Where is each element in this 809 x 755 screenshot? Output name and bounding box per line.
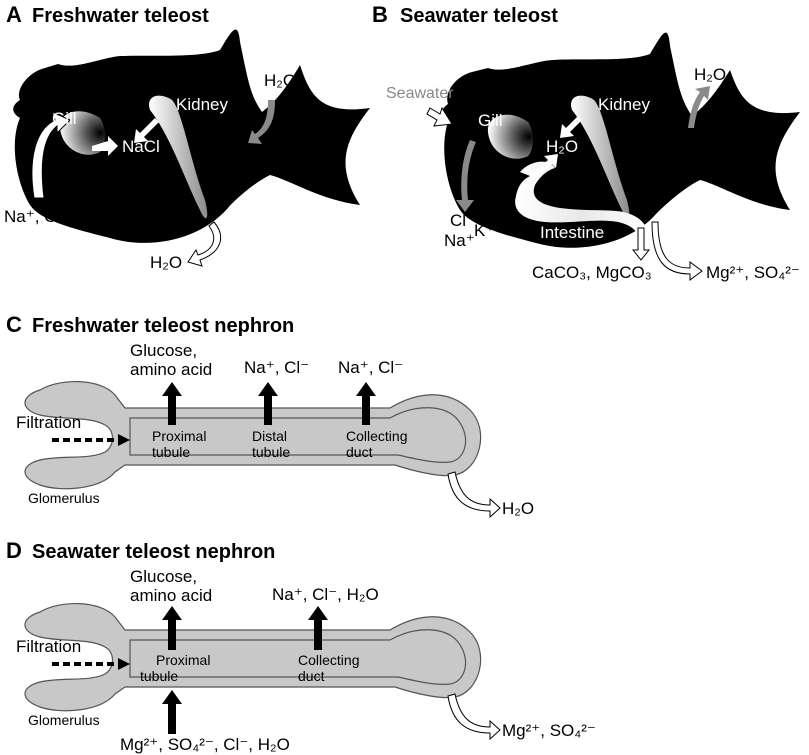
panel-d: D Seawater teleost nephron Glucose, amin…	[6, 538, 596, 754]
secretion-arrow-d	[162, 690, 182, 734]
urine-water-arrow	[187, 221, 222, 267]
glomerulus-label-d: Glomerulus	[28, 712, 100, 728]
intestine	[515, 161, 649, 245]
carbonate-excretion-arrow	[631, 227, 651, 261]
ion-uptake-label: Na⁺, Cl⁻	[4, 207, 69, 226]
divalent-label-b: Mg²⁺, SO₄²⁻	[706, 263, 800, 282]
freshwater-kidney	[149, 95, 208, 219]
glucose-line1-c: Glucose,	[130, 341, 197, 360]
kidney-to-water-arrow	[560, 116, 582, 138]
reabsorbed-label-d: Na⁺, Cl⁻, H₂O	[272, 585, 379, 604]
panel-c: C Freshwater teleost nephron Glucose, am…	[6, 312, 534, 519]
h2o-out-label-c: H₂O	[502, 499, 534, 518]
intestine-label: Intestine	[540, 223, 604, 242]
distal-line1: Distal	[252, 428, 287, 444]
seawater-nephron-tubule	[24, 603, 482, 712]
k-label: K⁺	[474, 221, 494, 240]
distal-line2: tubule	[252, 444, 290, 460]
seawater-kidney	[571, 95, 630, 219]
seawater-inflow-arrow	[426, 106, 453, 127]
collecting-line1-c: Collecting	[346, 428, 407, 444]
water-efflux-arrow	[688, 86, 710, 128]
panel-c-title: Freshwater teleost nephron	[32, 315, 294, 337]
secreted-label-d: Mg²⁺, SO₄²⁻, Cl⁻, H₂O	[120, 735, 290, 754]
proximal-line1-d: Proximal	[156, 652, 210, 668]
distal-ion-reabsorption-arrow	[258, 382, 278, 425]
panel-b-letter: B	[372, 2, 388, 27]
panel-a-title: Freshwater teleost	[32, 5, 209, 27]
panel-c-letter: C	[6, 312, 22, 337]
proximal-line1-c: Proximal	[152, 428, 206, 444]
freshwater-fish-body	[13, 29, 370, 243]
h2o-absorbed-label: H₂O	[546, 137, 578, 156]
water-influx-arrow	[248, 100, 275, 144]
proximal-line2-c: tubule	[152, 444, 190, 460]
panel-d-title: Seawater teleost nephron	[32, 541, 275, 563]
glucose-reabsorption-arrow-c	[162, 382, 182, 425]
urine-arrow-c	[447, 471, 501, 519]
glomerulus-label-c: Glomerulus	[28, 490, 100, 506]
gill-ion-excretion-arrow	[456, 140, 476, 212]
panel-b-title: Seawater teleost	[400, 5, 558, 27]
filtration-label-d: Filtration	[16, 637, 81, 656]
collecting-line2-c: duct	[346, 444, 373, 460]
panel-a-letter: A	[6, 2, 22, 27]
urine-arrow-d	[447, 693, 501, 741]
panel-b: B Seawater teleost Seawater Gill Kidney …	[372, 2, 800, 282]
freshwater-gill	[59, 111, 105, 155]
collecting-ion-reabsorption-arrow	[356, 382, 376, 425]
collecting-ions-label: Na⁺, Cl⁻	[338, 358, 403, 377]
divalent-excretion-arrow	[651, 221, 703, 281]
ion-uptake-arrow	[31, 111, 71, 199]
h2o-out-label-b: H₂O	[694, 65, 726, 84]
collecting-reabsorption-arrow-d	[308, 606, 328, 650]
glucose-reabsorption-arrow-d	[162, 606, 182, 650]
kidney-label-a: Kidney	[176, 95, 228, 114]
seawater-gill	[487, 114, 533, 159]
glucose-line2-d: amino acid	[130, 586, 212, 605]
carbonates-label: CaCO₃, MgCO₃	[532, 263, 652, 282]
nacl-arrow	[92, 136, 118, 156]
collecting-line1-d: Collecting	[298, 652, 359, 668]
seawater-label: Seawater	[386, 85, 454, 102]
h2o-in-label-a: H₂O	[264, 71, 296, 90]
gill-label-b: Gill	[478, 111, 503, 130]
glucose-line2-c: amino acid	[130, 360, 212, 379]
collecting-line2-d: duct	[298, 668, 325, 684]
water-absorption-arrow	[530, 154, 558, 180]
gill-label-a: Gill	[52, 109, 77, 128]
panel-a: A Freshwater teleost Gill Kidney NaCl H₂…	[4, 2, 370, 272]
filtration-arrowhead-c	[118, 434, 130, 446]
na-label: Na⁺	[444, 231, 475, 250]
nacl-label: NaCl	[122, 137, 160, 156]
kidney-to-nacl-arrow	[134, 118, 159, 143]
proximal-line2-d: tubule	[140, 668, 178, 684]
distal-ions-label: Na⁺, Cl⁻	[244, 358, 309, 377]
h2o-out-label-a: H₂O	[150, 253, 182, 272]
filtration-label-c: Filtration	[16, 413, 81, 432]
cl-label: Cl⁻	[450, 211, 475, 230]
filtration-arrowhead-d	[118, 658, 130, 670]
panel-d-letter: D	[6, 538, 22, 563]
glucose-line1-d: Glucose,	[130, 567, 197, 586]
kidney-label-b: Kidney	[598, 95, 650, 114]
excreted-label-d: Mg²⁺, SO₄²⁻	[502, 721, 596, 740]
